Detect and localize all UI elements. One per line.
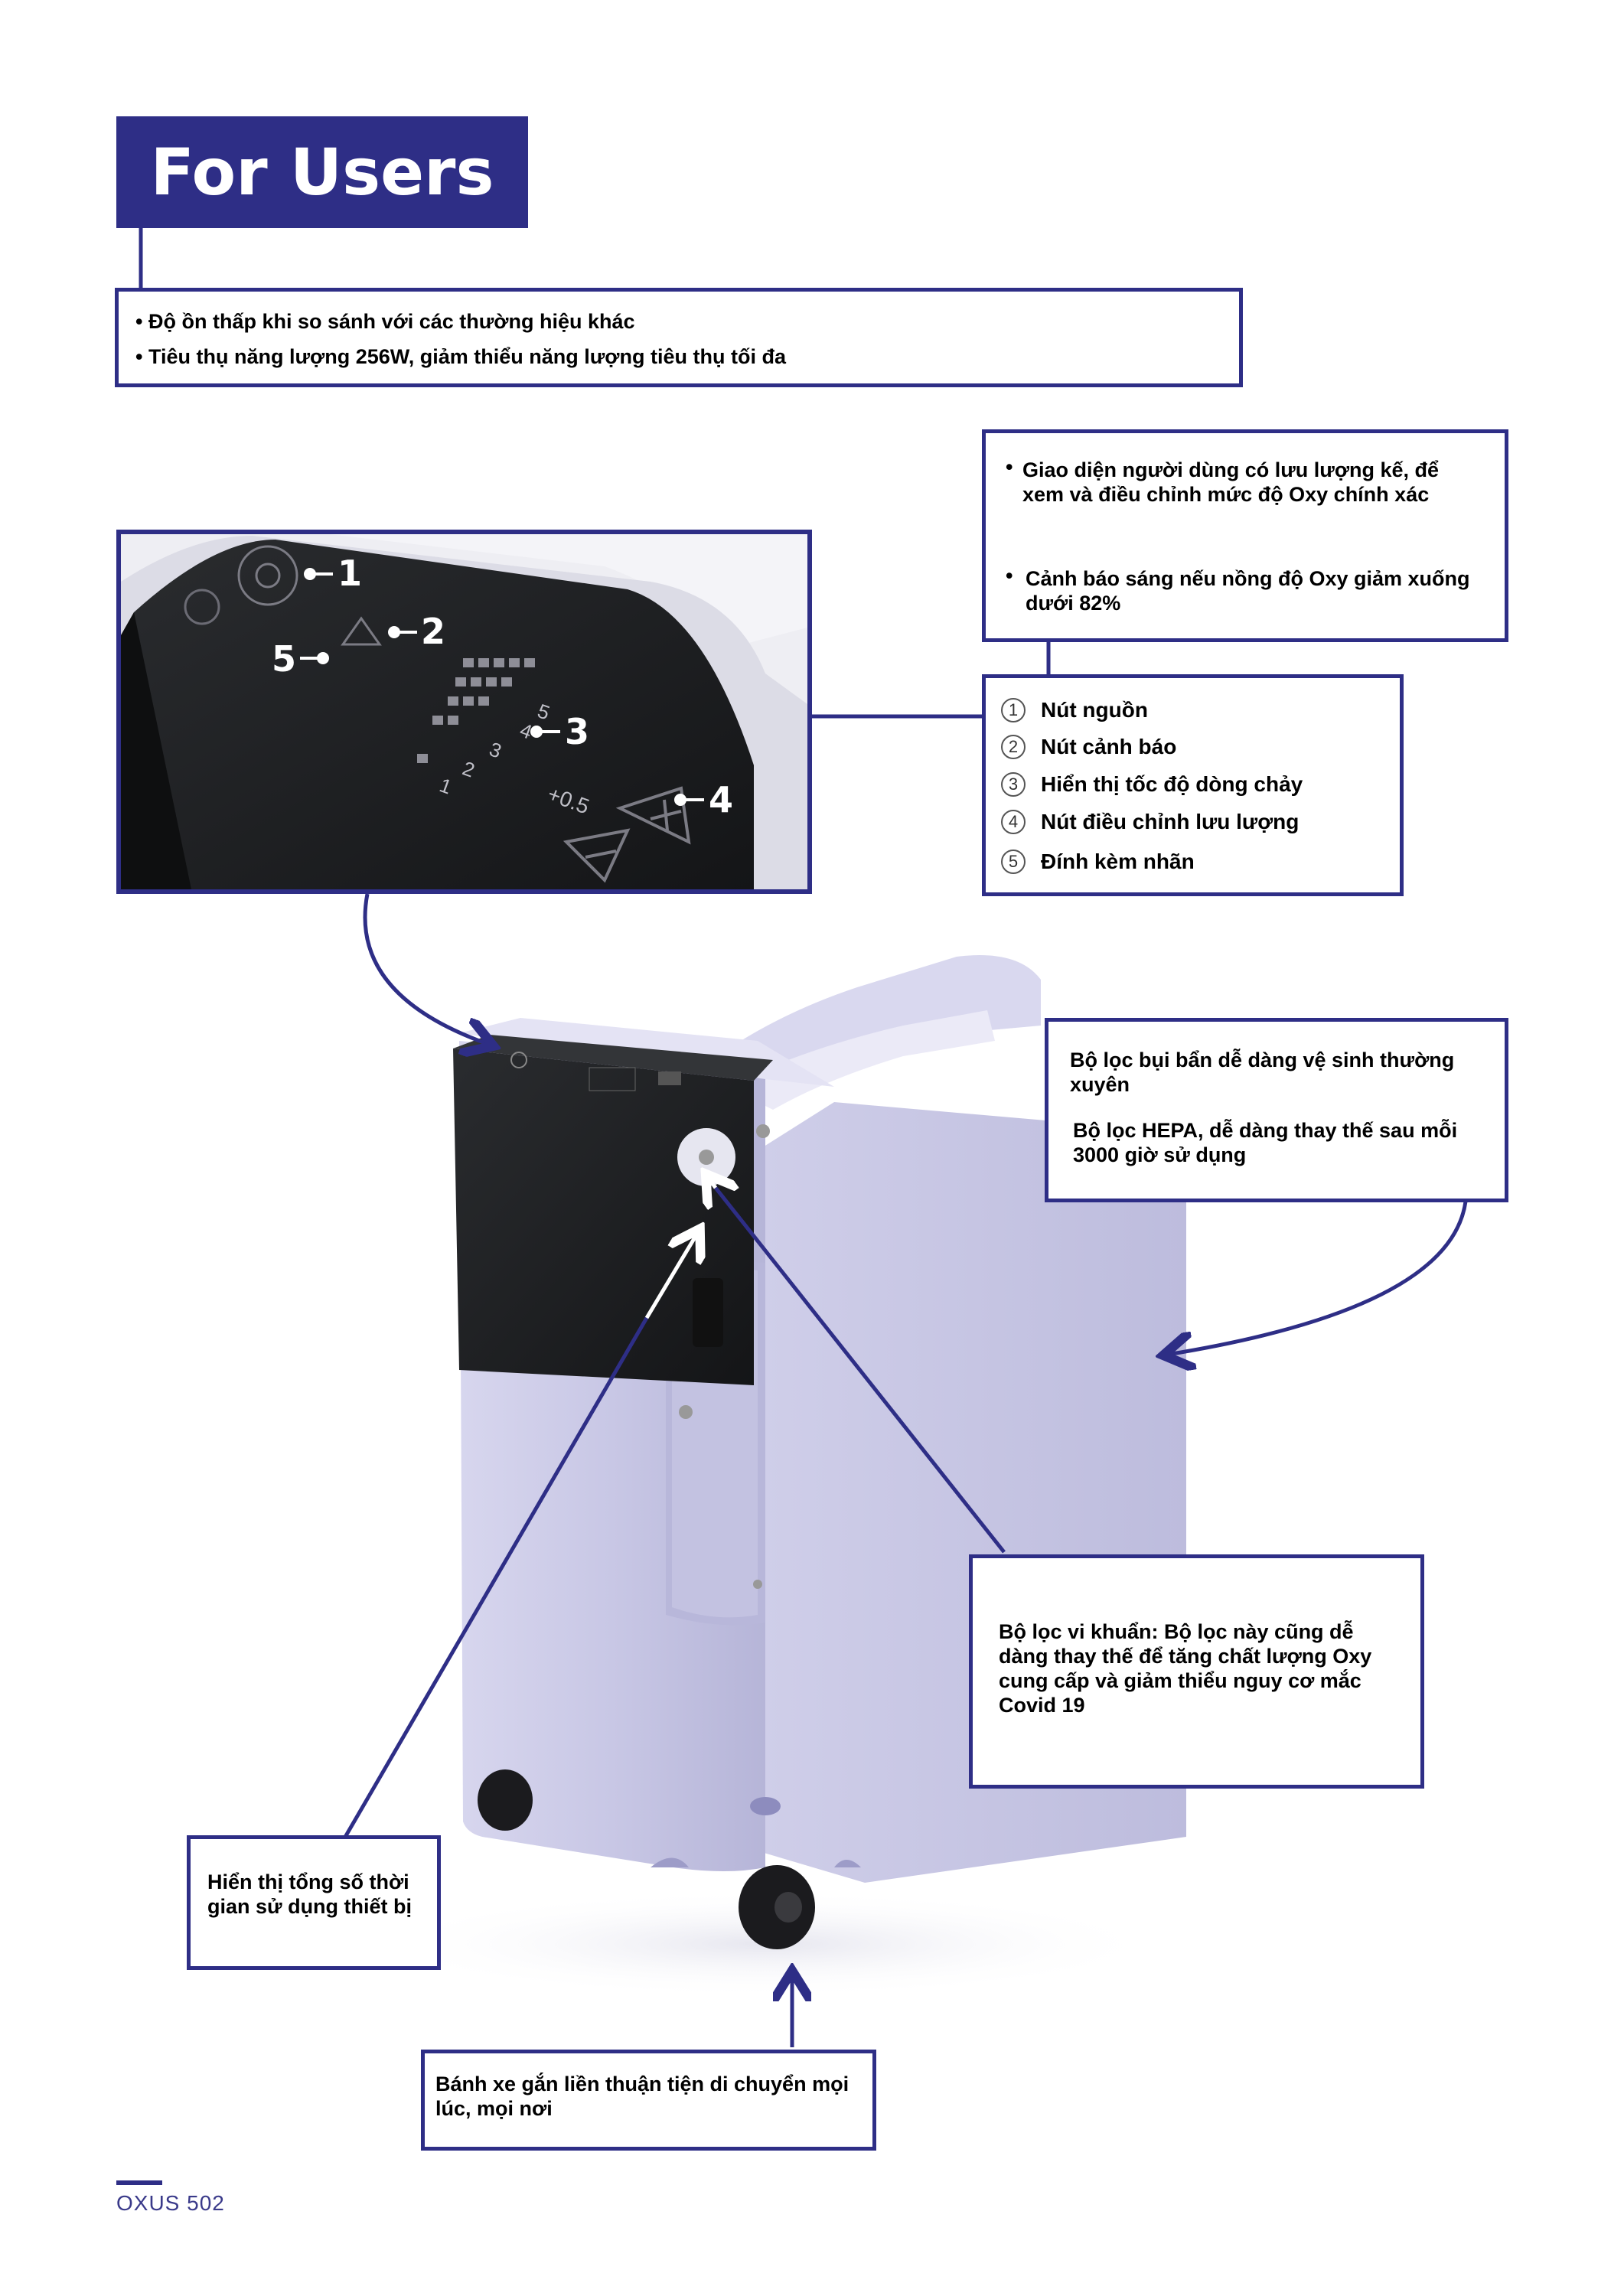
panel-callout-1: 1	[338, 553, 363, 594]
feature-item-power: • Tiêu thụ năng lượng 256W, giảm thiểu n…	[135, 345, 786, 368]
panel-callout-2: 2	[421, 611, 446, 652]
footer-model: OXUS 502	[116, 2191, 225, 2215]
bacteria-note-box: Bộ lọc vi khuẩn: Bộ lọc này cũng dễ dàng…	[969, 1554, 1424, 1789]
top-features-box: • Độ ồn thấp khi so sánh với các thường …	[115, 288, 1243, 387]
usage-note-text: Hiển thị tổng số thời gian sử dụng thiết…	[207, 1870, 413, 1918]
panel-callout-5: 5	[272, 638, 297, 680]
page-title: For Users	[116, 116, 528, 228]
note-alarm: • Cảnh báo sáng nếu nồng độ Oxy giảm xuố…	[1006, 564, 1470, 615]
usage-note-box: Hiển thị tổng số thời gian sử dụng thiết…	[187, 1835, 441, 1970]
panel-callout-4: 4	[709, 779, 734, 820]
filter-note-dust: Bộ lọc bụi bẩn dễ dàng vệ sinh thường xu…	[1070, 1049, 1455, 1096]
feature-item-noise: • Độ ồn thấp khi so sánh với các thường …	[135, 310, 635, 333]
panel-callout-3: 3	[565, 711, 590, 752]
interface-notes-box: • Giao diện người dùng có lưu lượng kế, …	[982, 429, 1508, 642]
legend-box	[982, 674, 1404, 896]
filter-note-hepa: Bộ lọc HEPA, dễ dàng thay thế sau mỗi 30…	[1073, 1119, 1458, 1166]
note-flowmeter: • Giao diện người dùng có lưu lượng kế, …	[1006, 455, 1440, 506]
footer-rule	[116, 2180, 162, 2185]
wheels-note-text: Bánh xe gắn liền thuận tiện di chuyển mọ…	[435, 2073, 850, 2120]
filter-note-box: Bộ lọc bụi bẩn dễ dàng vệ sinh thường xu…	[1045, 1018, 1508, 1202]
bacteria-note-text: Bộ lọc vi khuẩn: Bộ lọc này cũng dễ dàng…	[999, 1620, 1372, 1717]
wheels-note-box: Bánh xe gắn liền thuận tiện di chuyển mọ…	[421, 2050, 876, 2151]
